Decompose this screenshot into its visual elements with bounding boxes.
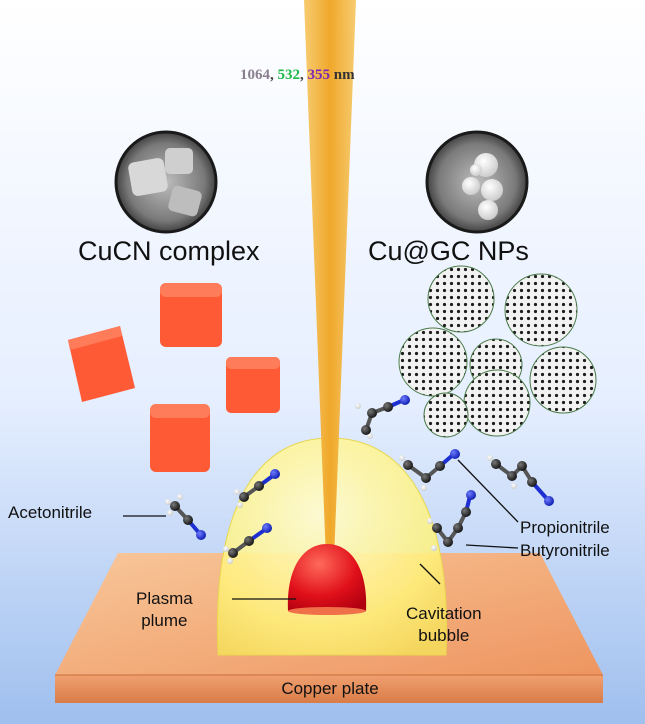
cucn-cubes bbox=[68, 283, 280, 472]
cu-gc-nps-title: Cu@GC NPs bbox=[368, 236, 529, 266]
propionitrile-label: Propionitrile bbox=[520, 518, 610, 537]
leader-lines bbox=[123, 459, 519, 600]
cavitation-bubble-label: Cavitation bubble bbox=[406, 603, 482, 647]
propionitrile-molecule bbox=[355, 395, 410, 439]
cu-gc-nanoparticles bbox=[398, 265, 597, 438]
nanoparticle bbox=[463, 369, 531, 437]
cavitation-label-line1: Cavitation bbox=[406, 604, 482, 623]
wavelength-unit: nm bbox=[333, 67, 355, 83]
cube bbox=[150, 404, 210, 472]
nanoparticle bbox=[423, 392, 469, 438]
cube bbox=[160, 283, 222, 347]
copper-plate-label: Copper plate bbox=[281, 679, 379, 698]
butyronitrile-label: Butyronitrile bbox=[520, 541, 610, 560]
plasma-label-line2: plume bbox=[141, 611, 188, 630]
laser-wavelengths: 1064, 532, 355 nm bbox=[240, 67, 355, 83]
molecules bbox=[165, 395, 554, 564]
butyronitrile-leader bbox=[465, 544, 519, 549]
cavitation-label-line2: bubble bbox=[418, 626, 470, 645]
cucn-complex-title: CuCN complex bbox=[78, 236, 260, 266]
wavelength-355: 355 bbox=[307, 67, 331, 83]
laser-beam bbox=[304, 0, 356, 560]
nanoparticle bbox=[398, 327, 468, 397]
acetonitrile-label: Acetonitrile bbox=[8, 503, 93, 522]
acetonitrile-molecule bbox=[234, 469, 280, 508]
acetonitrile-molecule bbox=[223, 523, 272, 564]
butyronitrile-molecule bbox=[427, 490, 476, 551]
plasma-label-line1: Plasma bbox=[136, 589, 193, 608]
sem-image-cucn bbox=[114, 130, 218, 234]
propionitrile-molecule bbox=[399, 449, 460, 491]
sem-image-cu-gc bbox=[425, 130, 529, 234]
propionitrile-leader bbox=[457, 459, 519, 523]
cube bbox=[68, 326, 135, 402]
plasma-plume-label: Plasma plume bbox=[136, 588, 193, 632]
nanoparticle bbox=[427, 265, 495, 333]
nanoparticle bbox=[504, 273, 578, 347]
acetonitrile-molecule bbox=[165, 494, 206, 540]
cube bbox=[226, 357, 280, 413]
nanoparticle bbox=[529, 346, 597, 414]
wavelength-1064: 1064 bbox=[240, 67, 270, 83]
butyronitrile-molecule bbox=[487, 455, 554, 506]
wavelength-532: 532 bbox=[277, 67, 301, 83]
plasma-plume bbox=[287, 544, 367, 615]
cavitation-leader bbox=[419, 563, 441, 585]
